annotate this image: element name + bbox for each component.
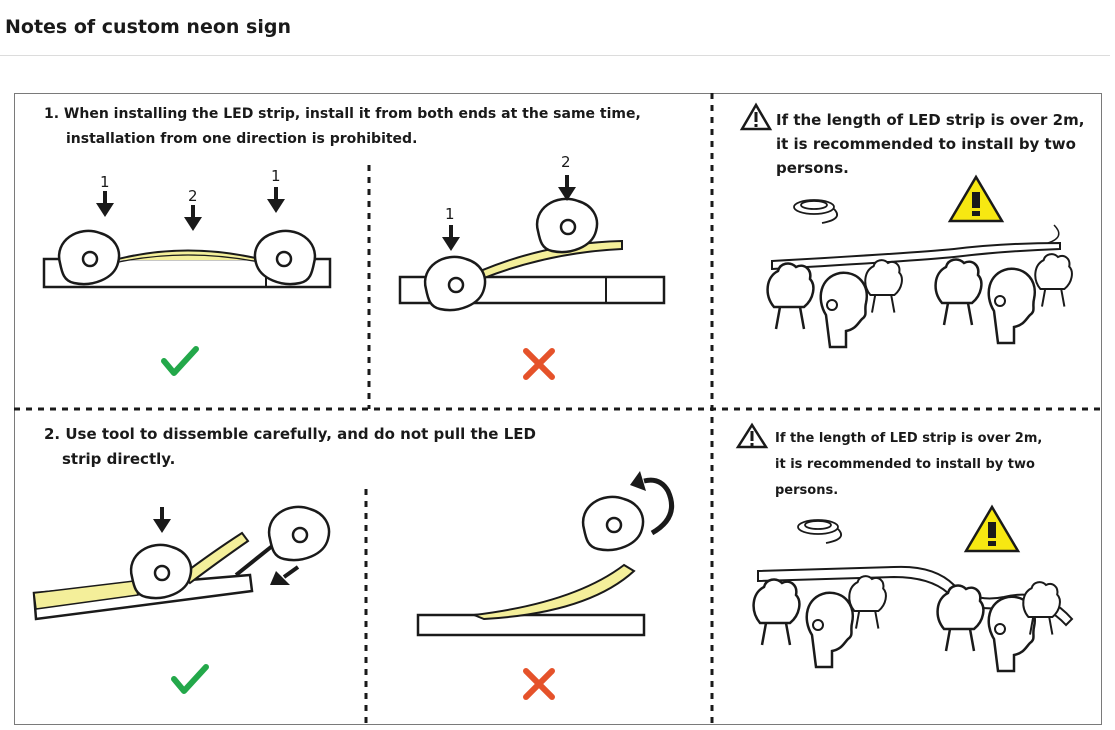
arrow-wrong-1 [442, 225, 460, 251]
page-title: Notes of custom neon sign [5, 16, 291, 38]
step-2-text: 2. Use tool to dissemble carefully, and … [44, 422, 536, 472]
panel-wrong-pull [418, 471, 672, 697]
step-2-line-1: 2. Use tool to dissemble carefully, and … [44, 422, 536, 447]
installation-diagram: 1 2 1 1 2 [14, 93, 1102, 725]
label-wrong-2: 2 [561, 153, 571, 171]
label-2-middle: 2 [188, 187, 198, 205]
note-1-line-3: persons. [776, 156, 1084, 180]
warning-triangle-icon [742, 105, 770, 129]
note-1-text: If the length of LED strip is over 2m, i… [776, 108, 1084, 180]
arrow-middle [184, 205, 202, 231]
note-2-line-2: it is recommended to install by two [775, 452, 1042, 478]
cross-icon [526, 671, 552, 697]
label-wrong-1: 1 [445, 205, 455, 223]
warning-triangle-icon [950, 177, 1002, 221]
note-1-line-2: it is recommended to install by two [776, 132, 1084, 156]
arrow-right-end [267, 187, 285, 213]
note-1-line-1: If the length of LED strip is over 2m, [776, 108, 1084, 132]
arrow-tool-direction [270, 567, 298, 585]
arrow-left-end [96, 191, 114, 217]
arrow-wrong-2 [558, 175, 576, 201]
title-divider [0, 55, 1110, 56]
check-icon [164, 349, 196, 373]
panel-wrong-install: 1 2 [400, 153, 664, 377]
note-2-text: If the length of LED strip is over 2m, i… [775, 426, 1042, 504]
panel-correct-install: 1 2 1 [44, 167, 330, 373]
cross-icon [526, 351, 552, 377]
note-2-line-3: persons. [775, 478, 1042, 504]
check-icon [174, 667, 206, 691]
led-coil-icon [798, 520, 841, 543]
led-coil-icon [794, 200, 837, 223]
arrow-down-press [153, 507, 171, 533]
rotate-arrow-icon [644, 480, 672, 533]
note-2-line-1: If the length of LED strip is over 2m, [775, 426, 1042, 452]
label-1-right: 1 [271, 167, 281, 185]
step-1-line-1: 1. When installing the LED strip, instal… [44, 102, 641, 127]
label-1-left: 1 [100, 173, 110, 191]
step-2-line-2: strip directly. [44, 447, 536, 472]
warning-triangle-icon [738, 425, 766, 447]
panel-correct-tool [34, 507, 329, 691]
step-1-text: 1. When installing the LED strip, instal… [44, 102, 641, 152]
step-1-line-2: installation from one direction is prohi… [44, 127, 641, 152]
warning-triangle-icon [966, 507, 1018, 551]
